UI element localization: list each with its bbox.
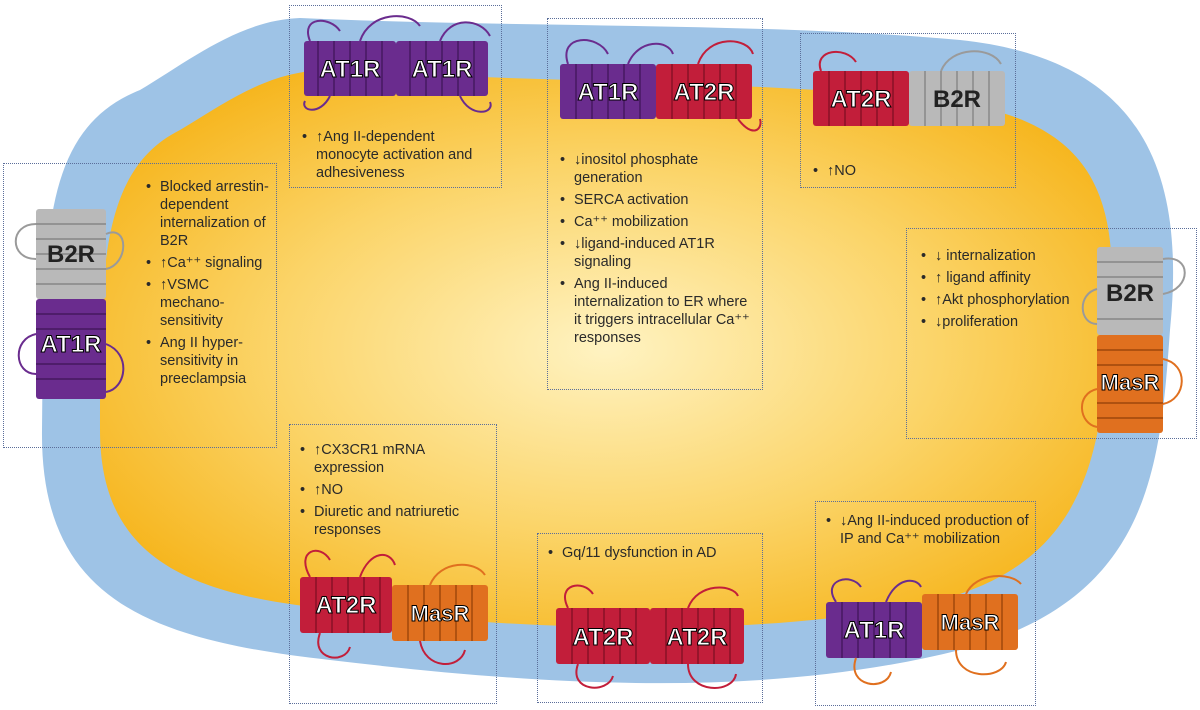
panel-b2r-masr: ↓ internalization ↑ ligand affinity ↑Akt… <box>906 228 1197 439</box>
receptor-group-at1r-at1r: AT1R AT1R <box>303 15 492 113</box>
receptor-label: AT2R <box>831 86 892 113</box>
panel-at2r-masr: ↑CX3CR1 mRNA expression ↑NO Diuretic and… <box>289 424 497 704</box>
receptor-group-at1r-at2r: AT1R AT2R <box>560 39 762 132</box>
receptor-label: AT1R <box>412 56 473 83</box>
effect-item: Blocked arrestin-dependent internalizati… <box>144 178 272 250</box>
panel-at2r-b2r: AT2R B2R ↑NO <box>800 33 1016 188</box>
receptor-label: AT2R <box>667 624 728 651</box>
effect-item: ↑CX3CR1 mRNA expression <box>298 441 494 477</box>
effect-item: ↑NO <box>298 481 494 499</box>
receptor-label: B2R <box>1106 280 1154 307</box>
receptor-label: AT1R <box>844 617 905 644</box>
receptor-label: B2R <box>933 86 981 113</box>
effect-item: ↓inositol phosphate generation <box>558 151 758 187</box>
effect-item: ↓proliferation <box>919 313 1079 331</box>
effect-item: ↑ ligand affinity <box>919 269 1079 287</box>
effect-item: ↓ligand-induced AT1R signaling <box>558 235 758 271</box>
receptor-label: AT2R <box>573 624 634 651</box>
receptor-label: AT1R <box>578 79 639 106</box>
effect-item: ↓ internalization <box>919 247 1079 265</box>
effect-item: ↑Ang II-dependent monocyte activation an… <box>300 128 495 182</box>
effect-item: ↑Akt phosphorylation <box>919 291 1079 309</box>
receptor-label: MasR <box>411 601 470 626</box>
receptor-group-at2r-b2r: AT2R B2R <box>813 50 1005 126</box>
effect-item: Diuretic and natriuretic responses <box>298 503 494 539</box>
panel-at2r-at2r: Gq/11 dysfunction in AD AT2R AT2R <box>537 533 763 703</box>
effect-item: Ca⁺⁺ mobilization <box>558 213 758 231</box>
receptor-label: AT2R <box>674 79 735 106</box>
effect-item: ↑NO <box>811 162 1006 180</box>
effect-list: ↓Ang II-induced production of IP and Ca⁺… <box>824 512 1029 552</box>
effect-list: ↑CX3CR1 mRNA expression ↑NO Diuretic and… <box>298 441 494 543</box>
effect-item: ↑VSMC mechano-sensitivity <box>144 276 272 330</box>
receptor-label: MasR <box>1101 370 1160 395</box>
panel-at1r-at1r: AT1R AT1R ↑Ang II-dependent monocyte act… <box>289 5 502 188</box>
effect-list: Gq/11 dysfunction in AD <box>546 544 756 566</box>
effect-list: ↑Ang II-dependent monocyte activation an… <box>300 128 495 186</box>
panel-at1r-masr: ↓Ang II-induced production of IP and Ca⁺… <box>815 501 1036 706</box>
receptor-group-b2r-masr: B2R MasR <box>1081 247 1186 433</box>
receptor-group-at2r-masr: AT2R MasR <box>300 549 488 665</box>
effect-list: Blocked arrestin-dependent internalizati… <box>144 178 272 392</box>
effect-item: Ang II-induced internalization to ER whe… <box>558 275 758 347</box>
receptor-group-at1r-masr: AT1R MasR <box>826 574 1022 686</box>
panel-b2r-at1r: B2R AT1R Blocked arrestin-dependent inte… <box>3 163 277 448</box>
effect-item: ↑Ca⁺⁺ signaling <box>144 254 272 272</box>
effect-item: Ang II hyper-sensitivity in preeclampsia <box>144 334 272 388</box>
receptor-label: AT1R <box>320 56 381 83</box>
receptor-group-at2r-at2r: AT2R AT2R <box>556 584 744 689</box>
effect-item: Gq/11 dysfunction in AD <box>546 544 756 562</box>
effect-list: ↓ internalization ↑ ligand affinity ↑Akt… <box>919 247 1079 335</box>
effect-list: ↓inositol phosphate generation SERCA act… <box>558 151 758 351</box>
receptor-group-b2r-at1r: B2R AT1R <box>14 209 125 399</box>
effect-item: ↓Ang II-induced production of IP and Ca⁺… <box>824 512 1029 548</box>
panel-at1r-at2r: AT1R AT2R ↓inositol phosphate generation… <box>547 18 763 390</box>
receptor-label: AT1R <box>41 331 102 358</box>
receptor-label: MasR <box>941 610 1000 635</box>
receptor-label: AT2R <box>316 592 377 619</box>
effect-list: ↑NO <box>811 162 1006 184</box>
effect-item: SERCA activation <box>558 191 758 209</box>
receptor-label: B2R <box>47 241 95 268</box>
